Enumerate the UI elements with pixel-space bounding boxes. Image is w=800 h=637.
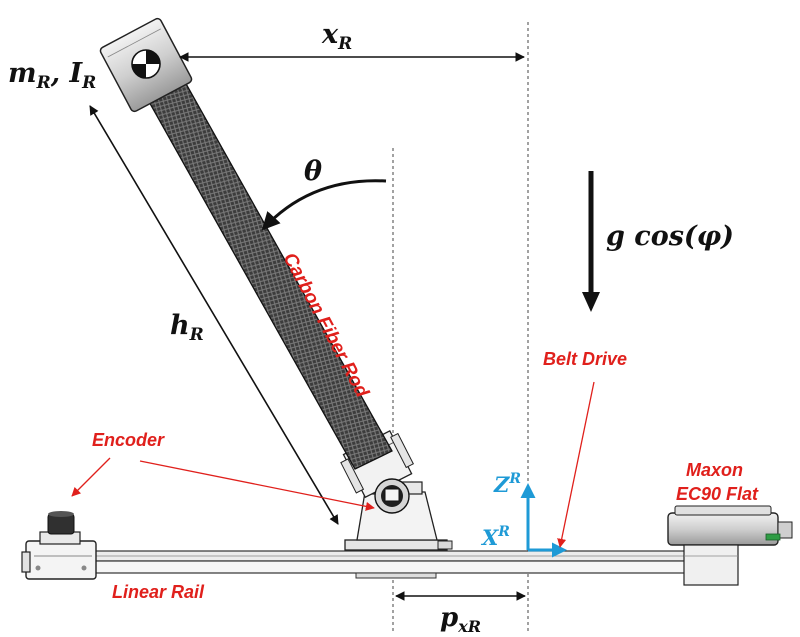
rail-label: Linear Rail bbox=[112, 582, 205, 602]
tip-mass bbox=[99, 17, 193, 113]
x-offset-label: xR bbox=[321, 19, 352, 54]
height-label: hR bbox=[170, 310, 204, 345]
pivot-shaft bbox=[374, 478, 410, 514]
z-axis-label: ZR bbox=[493, 471, 521, 497]
belt-drive-label: Belt Drive bbox=[543, 349, 627, 369]
gravity-label: g cos(φ) bbox=[606, 221, 734, 252]
encoder-leader-left bbox=[71, 457, 111, 497]
coordinate-frame bbox=[520, 483, 567, 558]
motor-label-line1: Maxon bbox=[686, 460, 743, 480]
encoder-label: Encoder bbox=[92, 430, 165, 450]
linear-rail bbox=[91, 550, 705, 584]
gravity-arrow bbox=[582, 171, 600, 312]
height-dimension bbox=[89, 105, 339, 525]
position-label: pxR bbox=[440, 603, 481, 636]
motor-label-line2: EC90 Flat bbox=[676, 484, 759, 504]
angle-label: θ bbox=[304, 156, 322, 187]
belt-drive-leader bbox=[557, 381, 595, 548]
mass-inertia-label: mR, IR bbox=[8, 58, 96, 93]
carbon-fiber-rod bbox=[142, 72, 393, 470]
maxon-motor bbox=[667, 505, 793, 586]
encoder-housing bbox=[21, 511, 97, 580]
center-of-mass-icon bbox=[131, 49, 161, 79]
x-axis-label: XR bbox=[480, 524, 510, 550]
encoder-leader-right bbox=[139, 460, 375, 511]
angle-arc bbox=[261, 179, 387, 231]
